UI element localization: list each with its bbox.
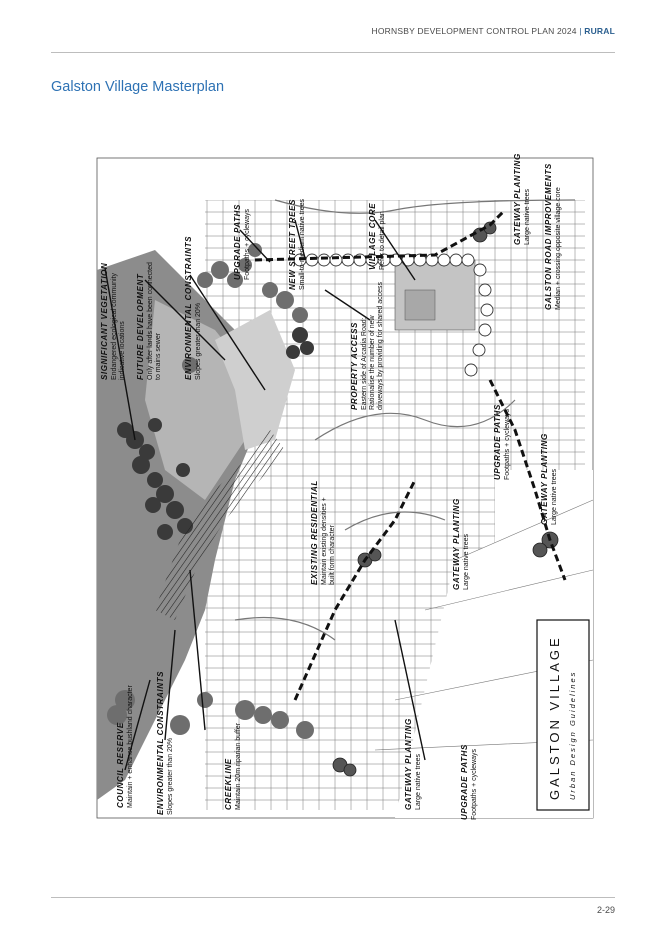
svg-text:EXISTING RESIDENTIAL: EXISTING RESIDENTIAL bbox=[310, 480, 319, 585]
title-block-subtitle: Urban Design Guidelines bbox=[568, 671, 577, 800]
page-title: Galston Village Masterplan bbox=[51, 79, 225, 95]
street-trees-galston-road bbox=[464, 263, 494, 377]
annotation-existing-residential: EXISTING RESIDENTIAL Maintain existing d… bbox=[310, 480, 336, 585]
svg-text:Slopes greater than 20%: Slopes greater than 20% bbox=[167, 738, 174, 815]
footer-divider bbox=[51, 897, 615, 898]
svg-text:Large native trees: Large native trees bbox=[463, 533, 470, 590]
svg-text:Eastern side of Arcadia Road:: Eastern side of Arcadia Road: bbox=[361, 317, 368, 410]
annotation-leaders bbox=[104, 219, 426, 771]
svg-text:UPGRADE PATHS: UPGRADE PATHS bbox=[460, 744, 469, 820]
svg-text:Endangered ecological communit: Endangered ecological community bbox=[111, 272, 118, 380]
svg-text:GATEWAY PLANTING: GATEWAY PLANTING bbox=[404, 718, 413, 810]
svg-text:NEW STREET TREES: NEW STREET TREES bbox=[288, 199, 297, 290]
header-divider bbox=[51, 52, 615, 53]
rural-boundaries bbox=[374, 499, 594, 751]
upgrade-paths bbox=[254, 208, 567, 701]
svg-text:Large native trees: Large native trees bbox=[551, 468, 558, 525]
svg-text:indicative locations: indicative locations bbox=[119, 321, 126, 380]
vegetation-patches bbox=[107, 243, 314, 739]
annotation-village-core: VILLAGE CORE Refer to detail plan bbox=[368, 203, 386, 270]
svg-text:SIGNIFICANT VEGETATION: SIGNIFICANT VEGETATION bbox=[100, 263, 109, 380]
annotation-gateway-planting-middle: GATEWAY PLANTING Large native trees bbox=[452, 498, 470, 590]
svg-text:Maintain + enhance bushland ch: Maintain + enhance bushland character bbox=[127, 685, 134, 808]
svg-text:to mains sewer: to mains sewer bbox=[155, 332, 162, 380]
annotation-labels: SIGNIFICANT VEGETATION Endangered ecolog… bbox=[100, 153, 562, 820]
svg-text:COUNCIL RESERVE: COUNCIL RESERVE bbox=[116, 722, 125, 808]
svg-text:GATEWAY PLANTING: GATEWAY PLANTING bbox=[540, 433, 549, 525]
annotation-environmental-constraints-bottom: ENVIRONMENTAL CONSTRAINTS Slopes greater… bbox=[156, 671, 174, 815]
svg-text:GALSTON ROAD IMPROVEMENTS: GALSTON ROAD IMPROVEMENTS bbox=[544, 163, 553, 310]
header-separator: | bbox=[579, 26, 582, 36]
svg-text:FUTURE DEVELOPMENT: FUTURE DEVELOPMENT bbox=[136, 273, 145, 380]
page-number: 2-29 bbox=[596, 905, 615, 915]
roads bbox=[234, 199, 576, 641]
title-block-title: GALSTON VILLAGE bbox=[547, 635, 562, 800]
svg-text:UPGRADE PATHS: UPGRADE PATHS bbox=[493, 404, 502, 480]
header-document-title: HORNSBY DEVELOPMENT CONTROL PLAN 2024 bbox=[371, 26, 577, 36]
svg-text:Footpaths + cycleways: Footpaths + cycleways bbox=[471, 748, 478, 820]
svg-text:Refer to detail plan: Refer to detail plan bbox=[379, 211, 386, 270]
svg-text:CREEKLINE: CREEKLINE bbox=[224, 758, 233, 810]
svg-text:UPGRADE PATHS: UPGRADE PATHS bbox=[233, 204, 242, 280]
new-street-trees bbox=[293, 253, 475, 267]
svg-text:ENVIRONMENTAL CONSTRAINTS: ENVIRONMENTAL CONSTRAINTS bbox=[156, 671, 165, 815]
annotation-creekline: CREEKLINE Maintain 20m riparian buffer bbox=[224, 722, 242, 810]
svg-text:Large native trees: Large native trees bbox=[524, 188, 531, 245]
svg-text:GATEWAY PLANTING: GATEWAY PLANTING bbox=[513, 153, 522, 245]
map-svg: SIGNIFICANT VEGETATION Endangered ecolog… bbox=[96, 153, 594, 820]
svg-text:Median + crossing opposite vil: Median + crossing opposite village core bbox=[555, 187, 562, 310]
creekline-buffer bbox=[155, 430, 285, 620]
masterplan-map: SIGNIFICANT VEGETATION Endangered ecolog… bbox=[95, 140, 595, 830]
svg-text:built form character: built form character bbox=[329, 524, 336, 585]
annotation-environmental-constraints-top: ENVIRONMENTAL CONSTRAINTS Slopes greater… bbox=[184, 236, 202, 380]
annotation-gateway-planting-bottom: GATEWAY PLANTING Large native trees bbox=[404, 718, 422, 810]
annotation-upgrade-paths-right: UPGRADE PATHS Footpaths + cycleways bbox=[493, 404, 511, 480]
svg-text:Slopes greater than 20%: Slopes greater than 20% bbox=[195, 303, 202, 380]
annotation-new-street-trees: NEW STREET TREES Small-to-medium native … bbox=[288, 198, 306, 290]
svg-text:Maintain existing densities +: Maintain existing densities + bbox=[321, 497, 328, 585]
annotation-upgrade-paths-top: UPGRADE PATHS Footpaths + cycleways bbox=[233, 204, 251, 280]
svg-text:Footpaths + cycleways: Footpaths + cycleways bbox=[244, 208, 251, 280]
annotation-future-development: FUTURE DEVELOPMENT Only after lands have… bbox=[136, 262, 162, 380]
svg-text:Rationalise the number of new: Rationalise the number of new bbox=[369, 315, 376, 410]
header-text: HORNSBY DEVELOPMENT CONTROL PLAN 2024 | … bbox=[372, 26, 615, 36]
svg-text:Only after lands have been con: Only after lands have been connected bbox=[147, 262, 154, 380]
annotation-gateway-planting-top-right: GATEWAY PLANTING Large native trees bbox=[513, 153, 531, 245]
svg-text:ENVIRONMENTAL CONSTRAINTS: ENVIRONMENTAL CONSTRAINTS bbox=[184, 236, 193, 380]
svg-text:Large native trees: Large native trees bbox=[415, 753, 422, 810]
svg-text:PROPERTY ACCESS: PROPERTY ACCESS bbox=[350, 322, 359, 410]
svg-text:Footpaths + cycleways: Footpaths + cycleways bbox=[504, 408, 511, 480]
svg-text:GATEWAY PLANTING: GATEWAY PLANTING bbox=[452, 498, 461, 590]
annotation-galston-road-improvements: GALSTON ROAD IMPROVEMENTS Median + cross… bbox=[544, 163, 562, 310]
annotation-property-access: PROPERTY ACCESS Eastern side of Arcadia … bbox=[350, 281, 384, 410]
header-section: RURAL bbox=[584, 26, 615, 36]
svg-text:VILLAGE CORE: VILLAGE CORE bbox=[368, 203, 377, 270]
annotation-council-reserve: COUNCIL RESERVE Maintain + enhance bushl… bbox=[116, 685, 134, 808]
svg-text:Small-to-medium native trees: Small-to-medium native trees bbox=[299, 198, 306, 290]
svg-text:driveways by providing for sha: driveways by providing for shared access bbox=[377, 281, 384, 410]
annotation-upgrade-paths-bottom: UPGRADE PATHS Footpaths + cycleways bbox=[460, 744, 478, 820]
title-block: GALSTON VILLAGE Urban Design Guidelines bbox=[536, 619, 590, 811]
page-header: HORNSBY DEVELOPMENT CONTROL PLAN 2024 | … bbox=[0, 0, 666, 52]
svg-text:Maintain 20m riparian buffer: Maintain 20m riparian buffer bbox=[235, 722, 242, 810]
annotation-gateway-planting-right: GATEWAY PLANTING Large native trees bbox=[540, 433, 558, 525]
annotation-significant-vegetation: SIGNIFICANT VEGETATION Endangered ecolog… bbox=[100, 263, 126, 380]
